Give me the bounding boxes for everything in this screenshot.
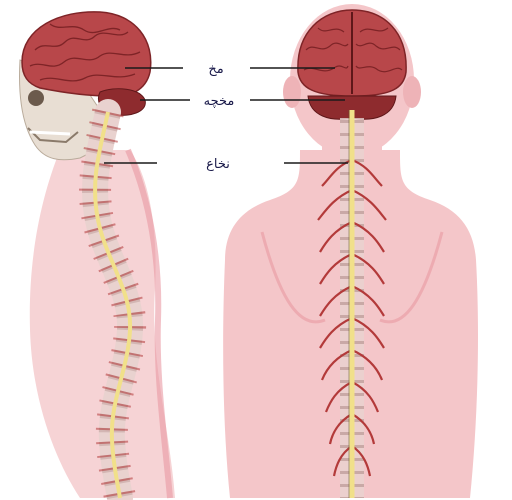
- side-view-figure: [20, 12, 175, 498]
- eye-socket: [28, 90, 44, 106]
- label-cerebellum: مخچه: [204, 94, 235, 109]
- back-view-figure: [223, 4, 478, 498]
- teeth: [30, 132, 70, 134]
- ear-right: [403, 76, 421, 108]
- label-brain: مخ: [208, 62, 223, 77]
- label-spinal-cord: نخاع: [206, 157, 230, 172]
- ear-left: [283, 76, 301, 108]
